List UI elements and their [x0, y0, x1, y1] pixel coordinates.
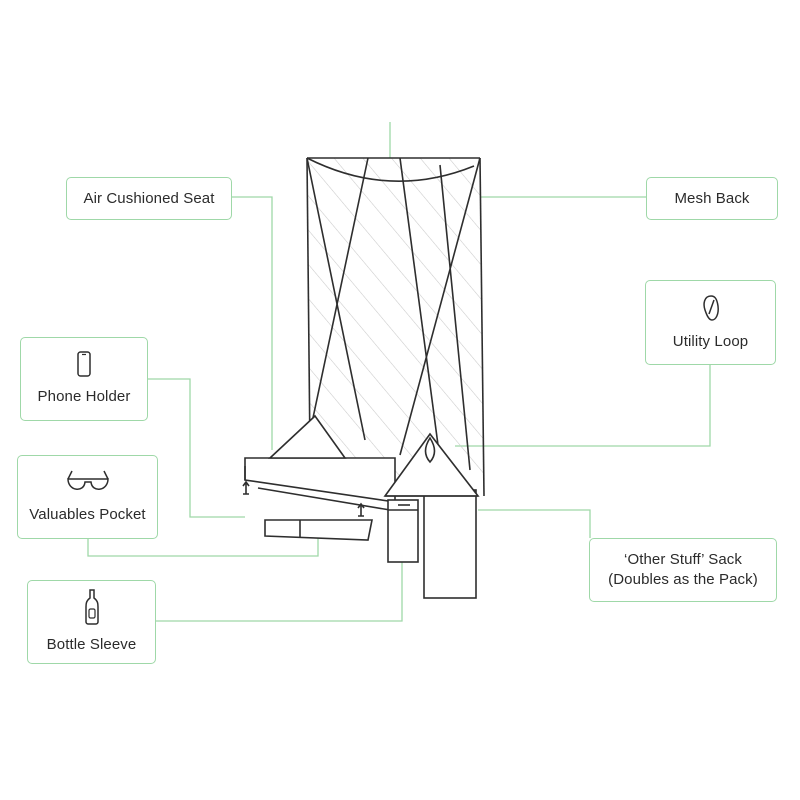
label-phone-holder: Phone Holder [20, 337, 148, 421]
label-other-stuff-sack: ‘Other Stuff’ Sack (Doubles as the Pack) [589, 538, 777, 602]
mesh-back-text: Mesh Back [674, 189, 750, 207]
label-valuables-pocket: Valuables Pocket [17, 455, 158, 539]
mesh-back-panel [306, 157, 485, 497]
phone-icon [77, 351, 91, 377]
air-cushioned-seat-shape [242, 414, 396, 541]
label-air-cushioned-seat: Air Cushioned Seat [66, 177, 232, 220]
other-stuff-sack-text-line2: (Doubles as the Pack) [608, 571, 758, 588]
leader-air-cushioned-seat [232, 196, 273, 450]
bottle-sleeve-text: Bottle Sleeve [46, 636, 137, 653]
bottle-icon [84, 589, 99, 625]
leader-valuables-pocket [87, 532, 319, 557]
utility-loop-text: Utility Loop [672, 332, 749, 350]
label-bottle-sleeve: Bottle Sleeve [27, 580, 156, 664]
leader-phone-holder [148, 378, 245, 518]
valuables-pocket-text: Valuables Pocket [29, 506, 146, 523]
phone-holder-text: Phone Holder [37, 388, 131, 405]
leader-utility-loop [455, 365, 711, 447]
other-stuff-sack-shape [383, 432, 480, 599]
other-stuff-sack-text-line1: ‘Other Stuff’ Sack [624, 551, 742, 568]
leader-other-stuff-sack [478, 509, 591, 538]
leader-bottle-sleeve [156, 560, 403, 622]
sunglasses-icon [66, 470, 109, 490]
carabiner-icon [702, 294, 719, 321]
leader-lines [87, 122, 711, 622]
bottle-sleeve-shape [387, 499, 419, 563]
label-utility-loop: Utility Loop [645, 280, 776, 365]
label-mesh-back: Mesh Back [646, 177, 778, 220]
air-cushioned-seat-text: Air Cushioned Seat [83, 189, 215, 207]
